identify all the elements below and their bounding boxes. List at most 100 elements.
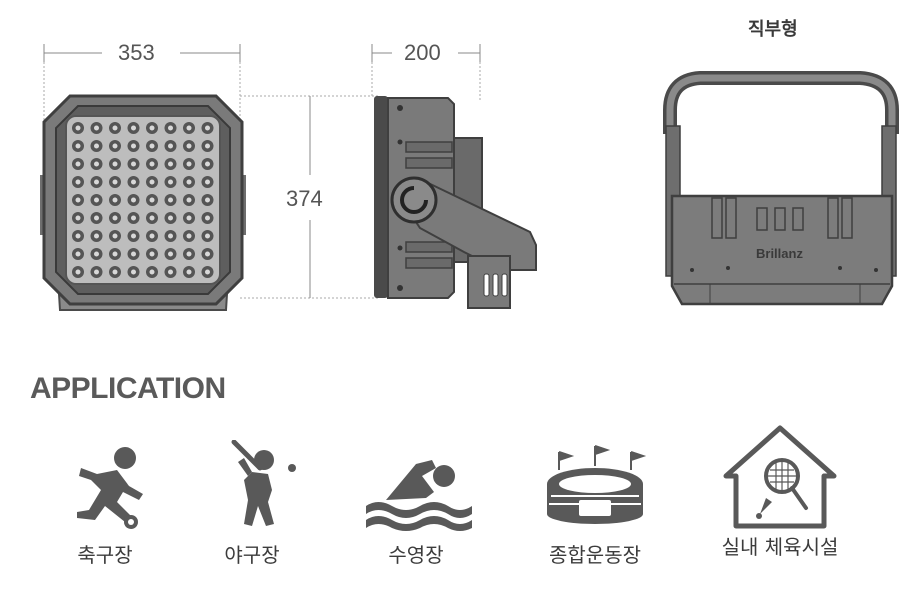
led-chip (112, 251, 118, 257)
led-chip (186, 179, 192, 185)
led-chip (186, 197, 192, 203)
led-chip (131, 251, 136, 257)
led-chip (94, 161, 99, 167)
led-chip (186, 215, 192, 221)
led-chip (112, 125, 118, 131)
led-chip (186, 143, 192, 149)
application-item-soccer: 축구장 (25, 440, 185, 568)
side-view-svg (371, 44, 537, 309)
led-chip (131, 179, 136, 185)
application-heading: APPLICATION (30, 372, 226, 405)
led-chip (186, 269, 192, 275)
application-item-indoor-gym: 실내 체육시설 (700, 422, 860, 560)
led-chip (75, 143, 81, 149)
application-item-baseball: 야구장 (172, 439, 332, 568)
led-chip (149, 269, 155, 275)
height-dimension-svg (240, 95, 380, 299)
led-chip (112, 197, 118, 203)
led-chip (186, 251, 192, 257)
led-chip (149, 251, 155, 257)
led-chip (205, 269, 210, 275)
led-chip (205, 215, 210, 221)
led-chip (205, 143, 210, 149)
led-chip (131, 215, 136, 221)
led-chip (205, 251, 210, 257)
led-chip (168, 233, 173, 239)
led-chip (112, 179, 118, 185)
led-chip (168, 161, 173, 167)
led-chip (168, 125, 173, 131)
bracket-variant-drawing: Brillanz (660, 70, 910, 320)
bracket-variant-svg: Brillanz (663, 71, 899, 306)
led-chip (131, 269, 136, 275)
led-chip (149, 161, 155, 167)
led-chip (131, 161, 136, 167)
led-chip (94, 269, 99, 275)
led-chip (75, 161, 81, 167)
front-view-svg (40, 44, 246, 311)
led-chip (205, 125, 210, 131)
led-chip (149, 215, 155, 221)
led-chip (149, 197, 155, 203)
led-chip (75, 179, 81, 185)
led-chip (94, 215, 99, 221)
application-label: 야구장 (224, 543, 280, 567)
led-chip (94, 197, 99, 203)
led-chip (75, 251, 81, 257)
width-dimension-label: 353 (118, 40, 155, 65)
depth-dimension-label: 200 (404, 40, 441, 65)
led-chip (94, 179, 99, 185)
application-label: 수영장 (388, 543, 444, 567)
led-chip (168, 269, 173, 275)
front-view-drawing (30, 30, 260, 320)
led-chip (112, 233, 118, 239)
led-chip (94, 125, 99, 131)
led-chip (168, 251, 173, 257)
application-item-stadium: 종합운동장 (515, 440, 675, 568)
led-chip (168, 179, 173, 185)
led-chip (75, 269, 81, 275)
application-item-swimming: 수영장 (336, 440, 496, 568)
led-chip (186, 233, 192, 239)
led-chip (75, 233, 81, 239)
led-chip (131, 125, 136, 131)
led-chip (131, 197, 136, 203)
led-chip (131, 143, 136, 149)
baseball-batter-icon (231, 439, 296, 526)
led-chip (168, 215, 173, 221)
led-chip (112, 143, 118, 149)
led-chip (186, 125, 192, 131)
application-label: 축구장 (77, 543, 133, 567)
side-view-drawing (360, 30, 550, 320)
led-chip (112, 269, 118, 275)
indoor-gym-badminton-icon (723, 425, 837, 529)
led-chip (168, 143, 173, 149)
led-chip (75, 125, 81, 131)
led-chip (205, 197, 210, 203)
swimmer-icon (366, 460, 472, 531)
led-chip (94, 143, 99, 149)
height-dimension-label: 374 (286, 186, 323, 211)
led-chip (205, 179, 210, 185)
led-chip (149, 233, 155, 239)
led-chip (168, 197, 173, 203)
led-chip (149, 125, 155, 131)
led-chip (112, 161, 118, 167)
led-chip (205, 233, 210, 239)
led-chip (75, 197, 81, 203)
stadium-icon (547, 445, 647, 524)
brand-logo-text: Brillanz (756, 246, 803, 261)
led-chip (205, 161, 210, 167)
bracket-variant-title: 직부형 (748, 19, 798, 40)
led-chip (149, 179, 155, 185)
led-chip (186, 161, 192, 167)
soccer-player-icon (77, 447, 143, 529)
height-dimension-line (240, 95, 380, 305)
led-chip (131, 233, 136, 239)
led-chip (94, 251, 99, 257)
application-label: 실내 체육시설 (721, 535, 839, 559)
led-chip (94, 233, 99, 239)
led-chip (75, 215, 81, 221)
led-chip (112, 215, 118, 221)
application-label: 종합운동장 (549, 543, 641, 567)
